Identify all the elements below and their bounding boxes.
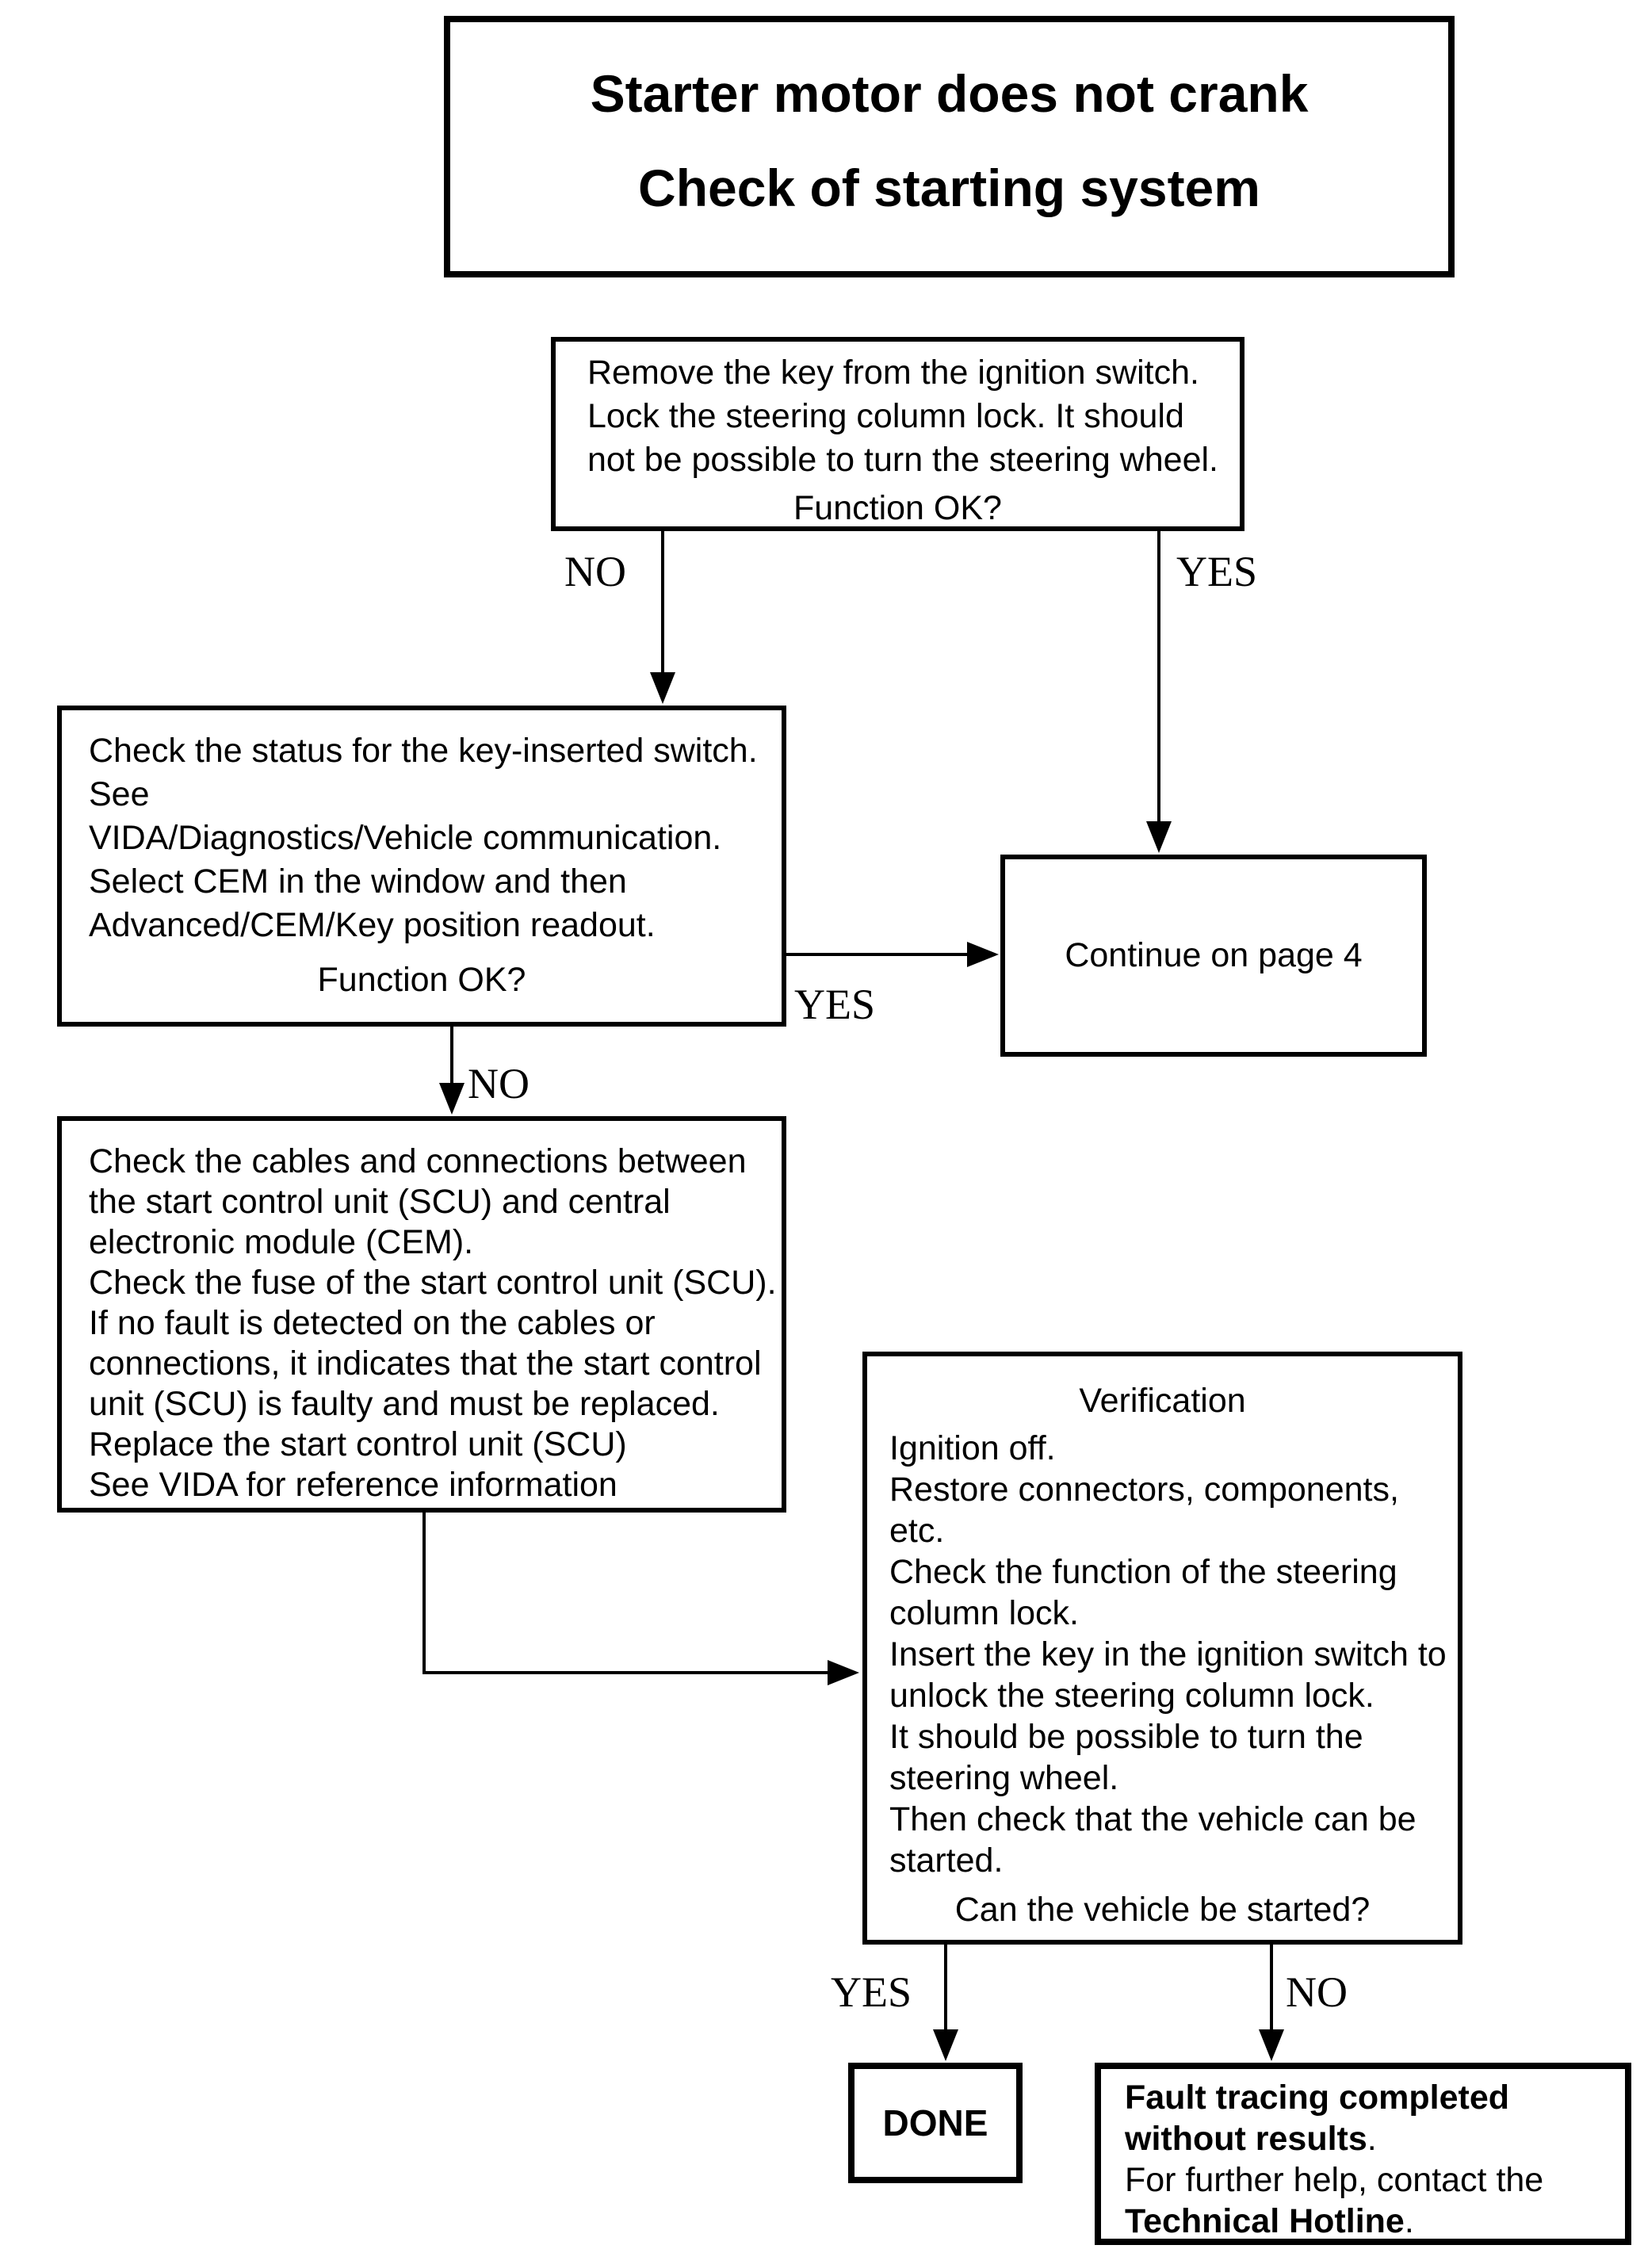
step3-line: Check the cables and connections between (89, 1142, 747, 1180)
title-line-2: Check of starting system (638, 159, 1260, 218)
fault-line-4-period: . (1404, 2202, 1414, 2240)
connector-no1-line (661, 531, 664, 674)
verification-line: Ignition off. (889, 1429, 1056, 1467)
label-yes2: YES (794, 981, 876, 1028)
fault-box: Fault tracing completed without results.… (1095, 2063, 1631, 2245)
connector-yes1-line (1157, 531, 1160, 823)
verification-line: Check the function of the steering (889, 1553, 1397, 1591)
verification-line: etc. (889, 1512, 945, 1550)
step3-line: the start control unit (SCU) and central (89, 1183, 671, 1221)
connector-no2-line (450, 1027, 453, 1088)
verification-line: Insert the key in the ignition switch to (889, 1635, 1447, 1673)
label-no1: NO (564, 548, 626, 595)
verification-line: column lock. (889, 1594, 1079, 1632)
step1-question: Function OK? (793, 489, 1002, 527)
label-yes3: YES (831, 1968, 912, 2016)
title-line-1: Starter motor does not crank (590, 64, 1309, 123)
label-yes1: YES (1176, 548, 1258, 595)
fault-line-2-period: . (1367, 2120, 1377, 2158)
step1-line: Remove the key from the ignition switch. (587, 354, 1199, 392)
continue-box: Continue on page 4 (1000, 855, 1427, 1057)
verification-line: It should be possible to turn the (889, 1718, 1363, 1756)
fault-line-2: without results. (1125, 2118, 1625, 2159)
verification-question: Can the vehicle be started? (954, 1891, 1371, 1929)
step3-line: If no fault is detected on the cables or (89, 1304, 656, 1342)
continue-label: Continue on page 4 (1065, 936, 1363, 974)
label-no2: NO (468, 1060, 530, 1107)
verification-line: unlock the steering column lock. (889, 1677, 1374, 1715)
done-label: DONE (882, 2102, 988, 2144)
connector-yes2-arrowhead-icon (967, 942, 999, 967)
step2-question: Function OK? (317, 961, 526, 999)
step2-line: See (89, 775, 150, 813)
verification-line: Restore connectors, components, (889, 1471, 1399, 1509)
step3-line: Replace the start control unit (SCU) (89, 1425, 627, 1463)
fault-line-3: For further help, contact the (1125, 2161, 1544, 2199)
done-box: DONE (848, 2063, 1023, 2183)
label-no3: NO (1286, 1968, 1348, 2016)
step3-box: Check the cables and connections between… (57, 1116, 786, 1513)
connector-no3-arrowhead-icon (1259, 2029, 1284, 2061)
step2-line: Advanced/CEM/Key position readout. (89, 906, 656, 944)
verification-line: Then check that the vehicle can be (889, 1800, 1417, 1838)
step3-line: connections, it indicates that the start… (89, 1344, 762, 1383)
connector-no3-line (1270, 1945, 1273, 2034)
title-box: Starter motor does not crank Check of st… (444, 16, 1455, 277)
verification-line: steering wheel. (889, 1759, 1119, 1797)
connector-step3-verification-arrowhead-icon (828, 1660, 859, 1685)
connector-yes3-line (944, 1945, 947, 2034)
verification-heading: Verification (1079, 1382, 1246, 1420)
step1-line: Lock the steering column lock. It should (587, 397, 1184, 435)
step3-line: Check the fuse of the start control unit… (89, 1264, 777, 1302)
fault-line-4: Technical Hotline. (1125, 2201, 1625, 2242)
step1-box: Remove the key from the ignition switch.… (551, 337, 1244, 531)
fault-line-1: Fault tracing completed (1125, 2079, 1510, 2117)
verification-box: Verification Ignition off. Restore conne… (862, 1352, 1462, 1945)
step2-line: VIDA/Diagnostics/Vehicle communication. (89, 819, 722, 857)
connector-step3-verification-vline (422, 1513, 426, 1674)
fault-line-2-bold: without results (1125, 2120, 1367, 2158)
connector-yes3-arrowhead-icon (933, 2029, 958, 2061)
connector-step3-verification-hline (422, 1671, 832, 1674)
step2-line: Select CEM in the window and then (89, 862, 627, 901)
step3-line: unit (SCU) is faulty and must be replace… (89, 1385, 720, 1423)
fault-line-4-bold: Technical Hotline (1125, 2202, 1405, 2240)
step3-line: electronic module (CEM). (89, 1223, 474, 1261)
step2-line: Check the status for the key-inserted sw… (89, 732, 758, 770)
verification-line: started. (889, 1842, 1004, 1880)
connector-yes2-line (786, 953, 972, 956)
connector-no1-arrowhead-icon (650, 672, 675, 704)
connector-no2-arrowhead-icon (439, 1083, 465, 1115)
step3-line: See VIDA for reference information (89, 1466, 617, 1504)
step2-box: Check the status for the key-inserted sw… (57, 706, 786, 1027)
connector-yes1-arrowhead-icon (1146, 821, 1172, 853)
step1-line: not be possible to turn the steering whe… (587, 441, 1219, 479)
